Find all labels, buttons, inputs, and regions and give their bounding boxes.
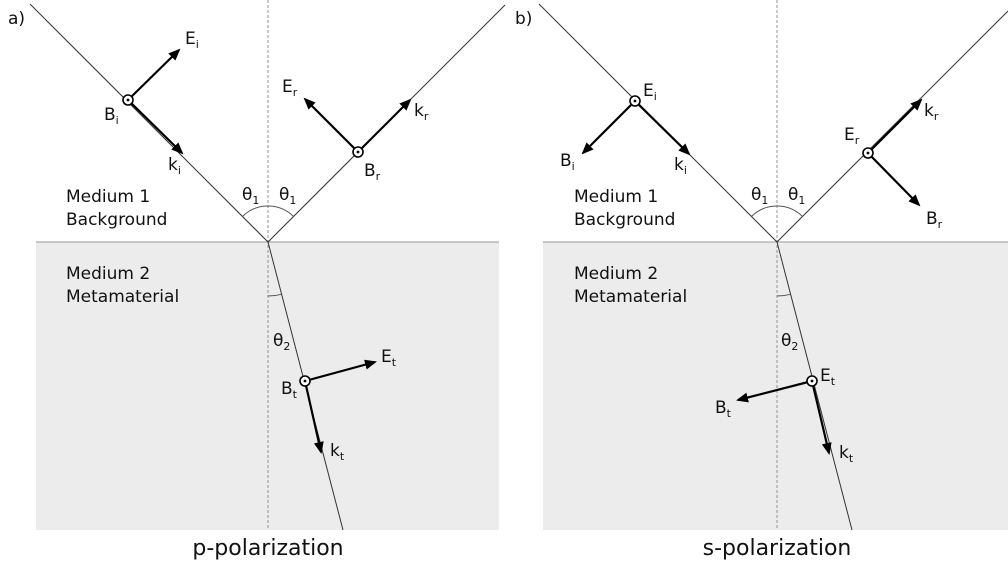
panel-a: a) Medium 1 Background Medium 2 Metamate… — [8, 0, 506, 561]
reflected-out-of-plane-label: Er — [844, 125, 860, 147]
transmitted-out-of-plane-label: Bt — [281, 379, 298, 401]
medium-1-name: Medium 1 — [66, 187, 150, 207]
incident-perp-label: Ei — [185, 29, 199, 51]
medium-2-region — [543, 242, 1008, 530]
transmitted-perp-label: Et — [381, 347, 397, 369]
incident-out-of-plane-symbol — [122, 94, 134, 106]
angle-label-incident: θ1 — [751, 185, 768, 207]
panel-label: a) — [8, 9, 25, 29]
reflected-ray — [776, 10, 1008, 243]
transmitted-wave-label: kt — [330, 441, 345, 463]
reflected-wave-label: kr — [414, 101, 429, 123]
panel-label: b) — [515, 9, 532, 29]
transmitted-wave-vector — [810, 380, 832, 455]
medium-2-region — [36, 242, 499, 530]
angle-arc-incident — [242, 205, 269, 217]
angle-label-incident: θ1 — [242, 185, 259, 207]
medium-1-label: Medium 1 Background — [574, 187, 675, 230]
medium-2-name: Medium 2 — [574, 264, 658, 284]
incident-perp-vector — [581, 100, 636, 155]
reflected-perp-vector — [867, 152, 921, 207]
incident-wave-label: ki — [674, 155, 687, 177]
angle-label-reflected: θ1 — [788, 185, 805, 207]
angle-arc-reflected — [267, 205, 294, 217]
reflected-perp-label: Er — [282, 77, 298, 99]
angle-label-transmitted: θ2 — [781, 331, 798, 353]
medium-1-material: Background — [574, 210, 675, 230]
medium-1-material: Background — [66, 210, 167, 230]
reflected-wave-label: kr — [924, 101, 939, 123]
angle-label-transmitted: θ2 — [273, 331, 290, 353]
incident-perp-vector — [127, 48, 181, 101]
incident-out-of-plane-label: Bi — [104, 105, 119, 127]
medium-2-label: Medium 2 Metamaterial — [66, 264, 179, 307]
incident-out-of-plane-symbol — [629, 95, 641, 107]
reflected-wave-vector — [357, 98, 412, 153]
reflected-wave-vector — [867, 98, 923, 154]
angle-label-reflected: θ1 — [279, 185, 296, 207]
transmitted-wave-label: kt — [839, 443, 854, 465]
transmitted-out-of-plane-symbol — [806, 375, 818, 387]
transmitted-perp-vector — [304, 359, 377, 383]
transmitted-out-of-plane-symbol — [299, 375, 311, 387]
angle-arc-transmitted — [776, 293, 791, 297]
panel-caption: p-polarization — [192, 536, 343, 561]
incident-wave-label: ki — [168, 155, 181, 177]
transmitted-wave-vector — [303, 380, 324, 454]
transmitted-perp-label: Bt — [715, 398, 732, 420]
transmitted-perp-vector — [736, 379, 813, 403]
medium-1-name: Medium 1 — [574, 187, 658, 207]
reflected-out-of-plane-symbol — [352, 146, 364, 158]
reflected-out-of-plane-symbol — [862, 147, 874, 159]
reflected-perp-label: Br — [926, 209, 943, 231]
reflected-out-of-plane-label: Br — [364, 161, 381, 183]
medium-2-label: Medium 2 Metamaterial — [574, 264, 687, 307]
incident-wave-vector — [634, 100, 691, 156]
angle-arc-reflected — [776, 205, 803, 217]
reflected-perp-vector — [303, 97, 359, 153]
medium-2-material: Metamaterial — [574, 287, 687, 307]
panel-caption: s-polarization — [703, 536, 852, 561]
angle-arc-incident — [751, 205, 778, 217]
incident-perp-label: Bi — [560, 151, 575, 173]
incident-out-of-plane-label: Ei — [643, 81, 657, 103]
incident-wave-vector — [127, 99, 184, 155]
medium-2-name: Medium 2 — [66, 264, 150, 284]
transmitted-out-of-plane-label: Et — [820, 366, 836, 388]
angle-arc-transmitted — [267, 293, 282, 297]
panel-b: b) Medium 1 Background Medium 2 Metamate… — [515, 0, 1008, 561]
medium-2-material: Metamaterial — [66, 287, 179, 307]
incident-ray — [29, 3, 269, 243]
medium-1-label: Medium 1 Background — [66, 187, 167, 230]
